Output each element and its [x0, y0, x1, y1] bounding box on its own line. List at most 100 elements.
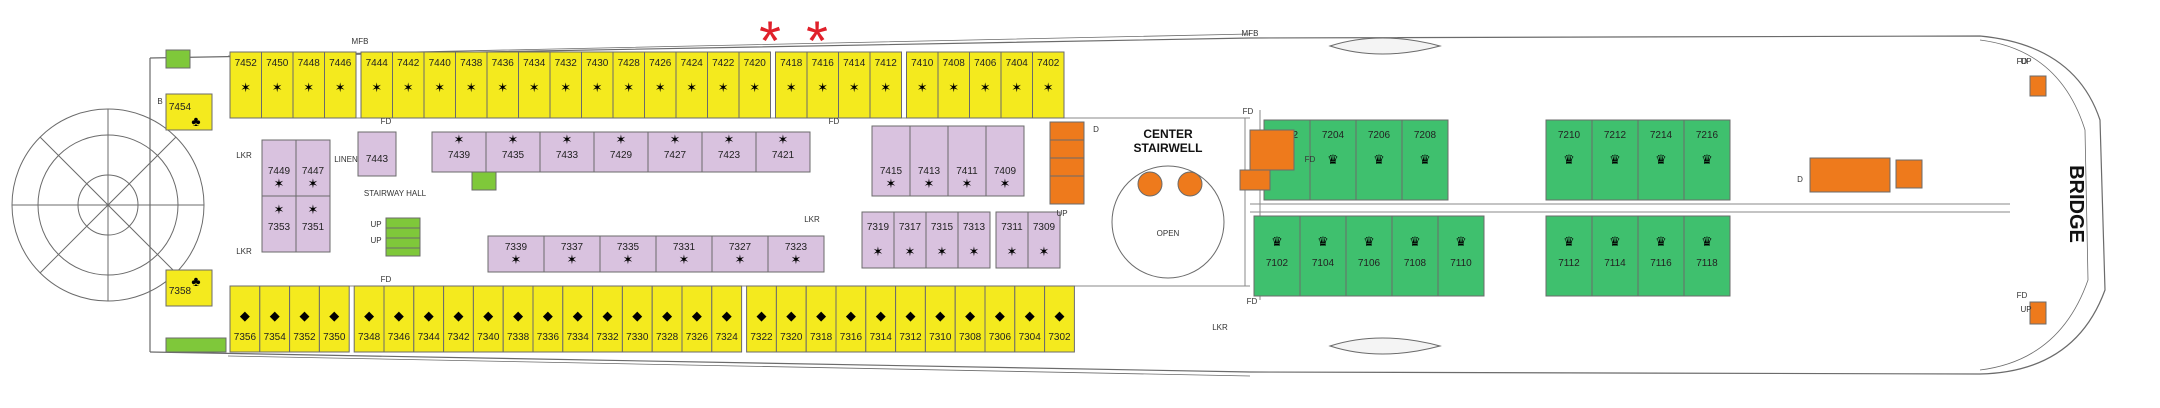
cabin-7337[interactable]: 7337✶ [543, 235, 601, 273]
cabin-7353[interactable]: 7353✶ [261, 195, 297, 253]
cabin-7304[interactable]: 7304◆ [1014, 285, 1046, 353]
cabin-7332[interactable]: 7332◆ [592, 285, 623, 353]
cabin-7344[interactable]: 7344◆ [413, 285, 445, 353]
cabin-7415[interactable]: 7415✶ [871, 125, 911, 197]
cabin-7310[interactable]: 7310◆ [924, 285, 956, 353]
cabin-7339[interactable]: 7339✶ [487, 235, 545, 273]
cabin-7422[interactable]: 7422✶ [707, 51, 740, 119]
cabin-7411[interactable]: 7411✶ [947, 125, 987, 197]
cabin-7414[interactable]: 7414✶ [838, 51, 871, 119]
cabin-7338[interactable]: 7338◆ [502, 285, 534, 353]
cabin-7315[interactable]: 7315✶ [925, 211, 959, 269]
cabin-7320[interactable]: 7320◆ [775, 285, 807, 353]
cabin-7429[interactable]: 7429✶ [593, 131, 649, 173]
cabin-7346[interactable]: 7346◆ [383, 285, 415, 353]
cabin-7350[interactable]: 7350◆ [318, 285, 350, 353]
cabin-7208[interactable]: 7208♛ [1401, 119, 1449, 201]
cabin-7413[interactable]: 7413✶ [909, 125, 949, 197]
cabin-7306[interactable]: 7306◆ [984, 285, 1016, 353]
cabin-7452[interactable]: 7452✶ [229, 51, 262, 119]
cabin-7449[interactable]: 7449✶ [261, 139, 297, 197]
cabin-7402[interactable]: 7402✶ [1032, 51, 1065, 119]
cabin-7427[interactable]: 7427✶ [647, 131, 703, 173]
cabin-7352[interactable]: 7352◆ [289, 285, 320, 353]
cabin-7426[interactable]: 7426✶ [644, 51, 677, 119]
cabin-7319[interactable]: 7319✶ [861, 211, 895, 269]
cabin-7214[interactable]: 7214♛ [1637, 119, 1685, 201]
cabin-7336[interactable]: 7336◆ [532, 285, 564, 353]
cabin-7440[interactable]: 7440✶ [423, 51, 456, 119]
cabin-7421[interactable]: 7421✶ [755, 131, 811, 173]
cabin-7420[interactable]: 7420✶ [738, 51, 771, 119]
cabin-7444[interactable]: 7444✶ [360, 51, 393, 119]
cabin-7210[interactable]: 7210♛ [1545, 119, 1593, 201]
cabin-7442[interactable]: 7442✶ [392, 51, 425, 119]
cabin-7448[interactable]: 7448✶ [292, 51, 325, 119]
cabin-7317[interactable]: 7317✶ [893, 211, 927, 269]
cabin-7326[interactable]: 7326◆ [681, 285, 713, 353]
cabin-7408[interactable]: 7408✶ [937, 51, 970, 119]
cabin-7327[interactable]: 7327✶ [711, 235, 769, 273]
cabin-7423[interactable]: 7423✶ [701, 131, 757, 173]
cabin-7438[interactable]: 7438✶ [455, 51, 488, 119]
cabin-7206[interactable]: 7206♛ [1355, 119, 1403, 201]
cabin-7356[interactable]: 7356◆ [229, 285, 261, 353]
cabin-7342[interactable]: 7342◆ [443, 285, 474, 353]
cabin-7433[interactable]: 7433✶ [539, 131, 595, 173]
cabin-7311[interactable]: 7311✶ [995, 211, 1029, 269]
cabin-7454[interactable]: 7454 ♣ [165, 93, 213, 131]
cabin-7351[interactable]: 7351✶ [295, 195, 331, 253]
cabin-7330[interactable]: 7330◆ [621, 285, 653, 353]
cabin-7436[interactable]: 7436✶ [486, 51, 519, 119]
cabin-7331[interactable]: 7331✶ [655, 235, 713, 273]
cabin-7443[interactable]: 7443 [357, 131, 397, 177]
cabin-7412[interactable]: 7412✶ [869, 51, 902, 119]
cabin-7450[interactable]: 7450✶ [261, 51, 294, 119]
cabin-7204[interactable]: 7204♛ [1309, 119, 1357, 201]
cabin-7358[interactable]: 7358 ♣ [165, 269, 213, 307]
cabin-7104[interactable]: 7104♛ [1299, 215, 1347, 297]
cabin-7309[interactable]: 7309✶ [1027, 211, 1061, 269]
cabin-7348[interactable]: 7348◆ [353, 285, 385, 353]
cabin-7424[interactable]: 7424✶ [675, 51, 708, 119]
cabin-7335[interactable]: 7335✶ [599, 235, 657, 273]
cabin-7308[interactable]: 7308◆ [954, 285, 986, 353]
cabin-7410[interactable]: 7410✶ [906, 51, 939, 119]
cabin-7322[interactable]: 7322◆ [746, 285, 777, 353]
cabin-7418[interactable]: 7418✶ [775, 51, 808, 119]
cabin-7324[interactable]: 7324◆ [711, 285, 743, 353]
cabin-7439[interactable]: 7439✶ [431, 131, 487, 173]
cabin-7108[interactable]: 7108♛ [1391, 215, 1439, 297]
cabin-7212[interactable]: 7212♛ [1591, 119, 1639, 201]
cabin-7102[interactable]: 7102♛ [1253, 215, 1301, 297]
cabin-7430[interactable]: 7430✶ [581, 51, 614, 119]
cabin-7446[interactable]: 7446✶ [324, 51, 357, 119]
cabin-7328[interactable]: 7328◆ [651, 285, 683, 353]
cabin-7216[interactable]: 7216♛ [1683, 119, 1731, 201]
cabin-7116[interactable]: 7116♛ [1637, 215, 1685, 297]
cabin-7112[interactable]: 7112♛ [1545, 215, 1593, 297]
cabin-7110[interactable]: 7110♛ [1437, 215, 1485, 297]
cabin-7318[interactable]: 7318◆ [805, 285, 837, 353]
cabin-7354[interactable]: 7354◆ [259, 285, 291, 353]
cabin-7106[interactable]: 7106♛ [1345, 215, 1393, 297]
cabin-7316[interactable]: 7316◆ [835, 285, 867, 353]
cabin-7118[interactable]: 7118♛ [1683, 215, 1731, 297]
cabin-7334[interactable]: 7334◆ [562, 285, 594, 353]
cabin-7323[interactable]: 7323✶ [767, 235, 825, 273]
cabin-7428[interactable]: 7428✶ [612, 51, 645, 119]
cabin-7340[interactable]: 7340◆ [472, 285, 504, 353]
cabin-7302[interactable]: 7302◆ [1044, 285, 1075, 353]
cabin-7435[interactable]: 7435✶ [485, 131, 541, 173]
cabin-7114[interactable]: 7114♛ [1591, 215, 1639, 297]
cabin-7312[interactable]: 7312◆ [895, 285, 926, 353]
cabin-7314[interactable]: 7314◆ [865, 285, 897, 353]
cabin-7313[interactable]: 7313✶ [957, 211, 991, 269]
cabin-7416[interactable]: 7416✶ [806, 51, 839, 119]
cabin-7409[interactable]: 7409✶ [985, 125, 1025, 197]
cabin-7434[interactable]: 7434✶ [518, 51, 551, 119]
cabin-7406[interactable]: 7406✶ [969, 51, 1002, 119]
cabin-7404[interactable]: 7404✶ [1000, 51, 1033, 119]
cabin-7447[interactable]: 7447✶ [295, 139, 331, 197]
cabin-7432[interactable]: 7432✶ [549, 51, 582, 119]
